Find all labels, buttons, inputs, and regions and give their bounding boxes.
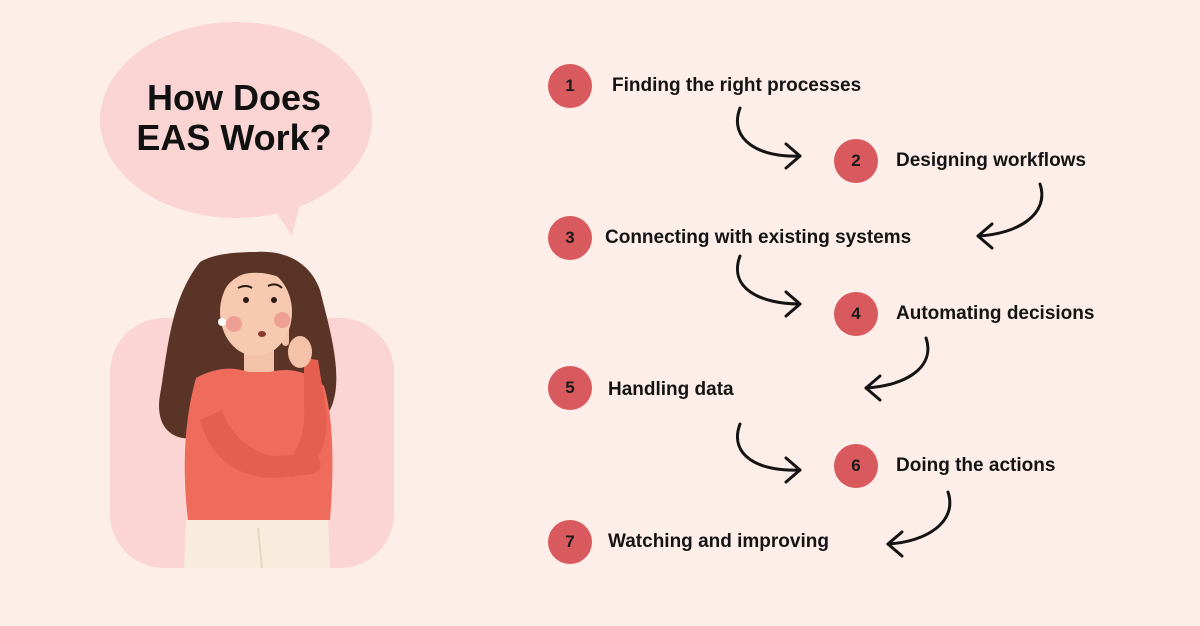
curved-arrow-icon <box>864 374 882 402</box>
curved-arrow-icon <box>864 336 930 390</box>
curved-arrow-icon <box>886 490 952 546</box>
step-2-badge: 2 <box>834 139 878 183</box>
step-3-label: Connecting with existing systems <box>605 227 912 248</box>
curved-arrow-icon <box>784 456 802 484</box>
curved-arrow-icon <box>784 290 802 318</box>
step-1-badge: 1 <box>548 64 592 108</box>
page-title: How Does EAS Work? <box>110 78 358 158</box>
thinking-woman-illustration <box>159 251 337 569</box>
curved-arrow-icon <box>976 222 994 250</box>
page-title-line-2: EAS Work? <box>136 117 332 158</box>
speech-bubble <box>100 22 372 236</box>
step-4-badge: 4 <box>834 292 878 336</box>
step-4-label: Automating decisions <box>896 303 1095 324</box>
step-2-label: Designing workflows <box>896 150 1087 171</box>
curved-arrow-icon <box>736 422 802 472</box>
curved-arrow-icon <box>784 142 802 170</box>
step-1-label: Finding the right processes <box>612 75 862 96</box>
step-7-label: Watching and improving <box>608 531 829 552</box>
curved-arrow-icon <box>886 530 904 558</box>
page-title-line-1: How Does <box>146 77 322 118</box>
step-7-badge: 7 <box>548 520 592 564</box>
step-3-badge: 3 <box>548 216 592 260</box>
connector-arrows <box>736 106 1044 558</box>
curved-arrow-icon <box>736 254 802 306</box>
curved-arrow-icon <box>736 106 802 158</box>
step-5-badge: 5 <box>548 366 592 410</box>
step-5-label: Handling data <box>608 379 734 400</box>
step-6-badge: 6 <box>834 444 878 488</box>
step-6-label: Doing the actions <box>896 455 1056 476</box>
curved-arrow-icon <box>976 182 1044 238</box>
